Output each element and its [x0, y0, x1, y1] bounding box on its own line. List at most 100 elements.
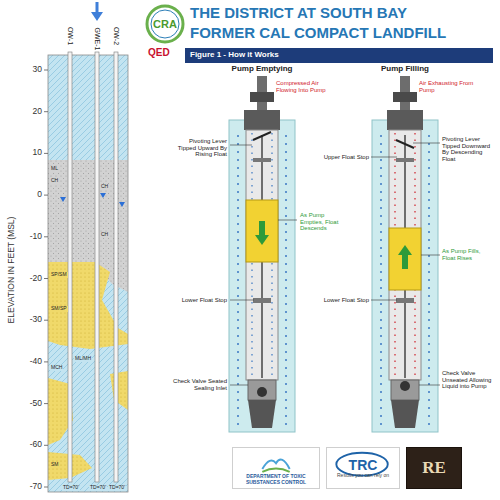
soil-label: CH [100, 184, 109, 190]
leader-line [421, 255, 440, 256]
callout: Air Exhausting From Pump [419, 80, 481, 93]
soil-label: CH [50, 178, 59, 184]
tick-label: 10 [20, 148, 42, 157]
check-valve [248, 380, 276, 400]
inlet-screen [248, 400, 276, 428]
leader-line [230, 385, 248, 386]
well-name: OW-2 [112, 27, 120, 45]
axis-tick [44, 487, 48, 488]
callout: Check Valve Seated Sealing Inlet [172, 378, 227, 391]
lower-float-stop [396, 298, 414, 303]
check-ball [257, 387, 267, 397]
total-depth: TD=70' [62, 485, 80, 491]
soil-label: SM [50, 462, 60, 468]
axis-tick [44, 111, 48, 112]
logo-text: DEPARTMENT OF TOXIC SUBSTANCES CONTROL [236, 474, 316, 485]
tagline: Results you can rely on [337, 473, 389, 479]
tick-label: -70 [20, 482, 42, 491]
callout: Lower Float Stop [172, 297, 227, 304]
logo-wave [262, 468, 289, 471]
check-ball [400, 381, 410, 391]
axis-tick [44, 195, 48, 196]
leader-line [419, 385, 440, 386]
lower-float-stop [253, 298, 271, 303]
well-casing [229, 120, 295, 432]
inlet-screen [391, 400, 419, 428]
callout: Pivoting Lever Tipped Upward By Rising F… [172, 138, 227, 158]
logo-circle: CRA [145, 4, 185, 44]
soil-label: MCH [50, 365, 63, 371]
panel-heading: Pump Filling [365, 65, 445, 74]
well-name: GWE-1 [93, 28, 101, 51]
well-name: OW-1 [66, 27, 74, 45]
sand-layer [110, 371, 128, 410]
arrow-shaft [96, 2, 99, 13]
well-casing [68, 52, 72, 482]
tick-label: -40 [20, 357, 42, 366]
float-arrow [255, 235, 269, 245]
total-depth: TD=70' [89, 485, 107, 491]
tick-label: 20 [20, 107, 42, 116]
axis-tick [44, 70, 48, 71]
axis-tick [44, 278, 48, 279]
tick-label: -10 [20, 232, 42, 241]
soil-label: ML [50, 166, 59, 172]
leader-line [278, 220, 297, 221]
float [389, 228, 421, 290]
upper-float-stop [396, 158, 414, 162]
logo-ring [151, 10, 179, 38]
well-log [44, 2, 128, 492]
soil-label: ML/MH [74, 356, 92, 362]
pivot-lever [253, 132, 271, 140]
float-arrow [398, 245, 412, 255]
callout: As Pump Empties, Float Descends [300, 212, 348, 232]
liquid-flow [285, 135, 287, 425]
pipe-fitting [393, 92, 417, 102]
logo-text: TRC [349, 458, 378, 473]
callout: As Pump Fills, Float Rises [442, 248, 494, 261]
leader-line [413, 143, 440, 144]
axis-title: ELEVATION IN FEET (MSL) [7, 217, 16, 324]
tick-label: 30 [20, 65, 42, 74]
callout: Upper Float Stop [315, 154, 369, 161]
axis-tick [44, 403, 48, 404]
water-level-symbol [119, 202, 125, 207]
leader-line [371, 300, 397, 301]
figure-banner: Figure 1 - How it Works [185, 48, 493, 63]
logo-box: DEPARTMENT OF TOXIC SUBSTANCES CONTROL [232, 447, 320, 489]
well-casing [114, 52, 118, 482]
pump-illustration [372, 76, 438, 432]
axis-tick [44, 320, 48, 321]
float-arrow [402, 255, 408, 269]
axis-tick [44, 153, 48, 154]
total-depth: TD=70' [108, 485, 126, 491]
tick-label: -60 [20, 440, 42, 449]
axis-tick [44, 361, 48, 362]
well-casing [95, 52, 99, 482]
pump-head [387, 110, 423, 130]
subtitle: FORMER CAL COMPACT LANDFILL [190, 25, 446, 42]
logo-ring [147, 6, 183, 42]
pump-body [389, 130, 421, 380]
pump-head [244, 110, 280, 130]
leader-line [230, 145, 252, 146]
arrow-head [91, 12, 103, 21]
soil-label: SM/SP [50, 306, 68, 312]
upper-float-stop [253, 158, 271, 162]
figure-title: Figure 1 - How it Works [190, 51, 279, 60]
logo-box: TRCResults you can rely on [326, 447, 400, 489]
axis-tick [44, 445, 48, 446]
axis-tick [44, 236, 48, 237]
pump-body [246, 130, 278, 380]
liquid-flow [237, 135, 239, 425]
callout: Compressed Air Flowing Into Pump [276, 80, 336, 93]
pipe-fitting [250, 92, 274, 102]
logo-text: QED [148, 47, 170, 58]
panel-heading: Pump Emptying [222, 65, 302, 74]
callout: Lower Float Stop [315, 297, 369, 304]
check-valve [391, 380, 419, 400]
leader-line [230, 300, 254, 301]
tick-label: 0 [20, 190, 42, 199]
water-level-symbol [60, 197, 66, 202]
pump-illustration [229, 76, 295, 432]
